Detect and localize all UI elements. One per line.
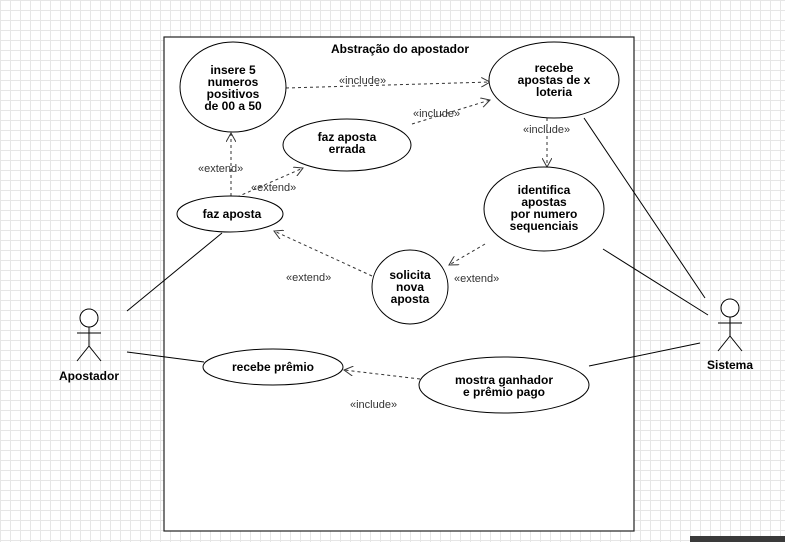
relation-label-extend-2: «extend»	[251, 182, 297, 194]
relation-label-include-1: «include»	[339, 75, 387, 87]
relation-label-extend-4: «extend»	[454, 273, 500, 285]
extend-identifica-solicita	[449, 243, 486, 265]
relation-label-include-2: «include»	[413, 108, 461, 120]
actor-sistema-label: Sistema	[706, 358, 754, 372]
use-case-recebe-premio-label: recebe prêmio	[231, 360, 315, 374]
use-case-faz-aposta-label: faz aposta	[202, 207, 262, 221]
use-case-mostra-ganhador	[418, 356, 590, 414]
relation-label-extend-1: «extend»	[198, 163, 244, 175]
association-apostador-recebe-premio	[126, 351, 205, 363]
use-case-faz-aposta-errada	[282, 118, 412, 172]
use-case-recebe-apostas	[488, 41, 620, 119]
relation-label-extend-3: «extend»	[286, 272, 332, 284]
include-errada-recebe-apostas	[411, 100, 490, 125]
relation-label-include-4: «include»	[350, 399, 398, 411]
actor-sistema	[717, 298, 743, 352]
association-sistema-identifica	[602, 248, 709, 316]
use-case-identifica-label: identifica apostas por numero sequenciai…	[509, 183, 579, 233]
use-case-identifica	[483, 166, 605, 252]
use-case-solicita	[371, 249, 449, 325]
extend-faz-aposta-errada	[236, 168, 303, 198]
use-case-recebe-premio	[202, 348, 344, 386]
association-sistema-recebe-apostas	[583, 117, 706, 299]
relation-label-include-3: «include»	[523, 124, 571, 136]
use-case-mostra-ganhador-label: mostra ganhador e prêmio pago	[454, 373, 553, 399]
boundary-title: Abstração do apostador	[330, 42, 470, 56]
include-mostra-ganhador-recebe-premio	[344, 370, 421, 380]
association-apostador-faz-aposta	[126, 232, 223, 312]
use-case-faz-aposta	[176, 195, 284, 233]
use-case-faz-aposta-errada-label: faz aposta errada	[317, 130, 377, 156]
association-sistema-mostra-ganhador	[588, 342, 701, 367]
use-case-insere	[179, 41, 287, 133]
bottom-strip	[690, 536, 785, 542]
use-case-insere-label: insere 5 numeros positivos de 00 a 50	[204, 63, 262, 113]
actor-apostador-label: Apostador	[59, 369, 119, 383]
include-insere-recebe-apostas	[285, 82, 490, 89]
actor-apostador	[76, 308, 102, 362]
use-case-recebe-apostas-label: recebe apostas de x loteria	[517, 61, 591, 99]
use-case-solicita-label: solicita nova aposta	[389, 268, 431, 306]
